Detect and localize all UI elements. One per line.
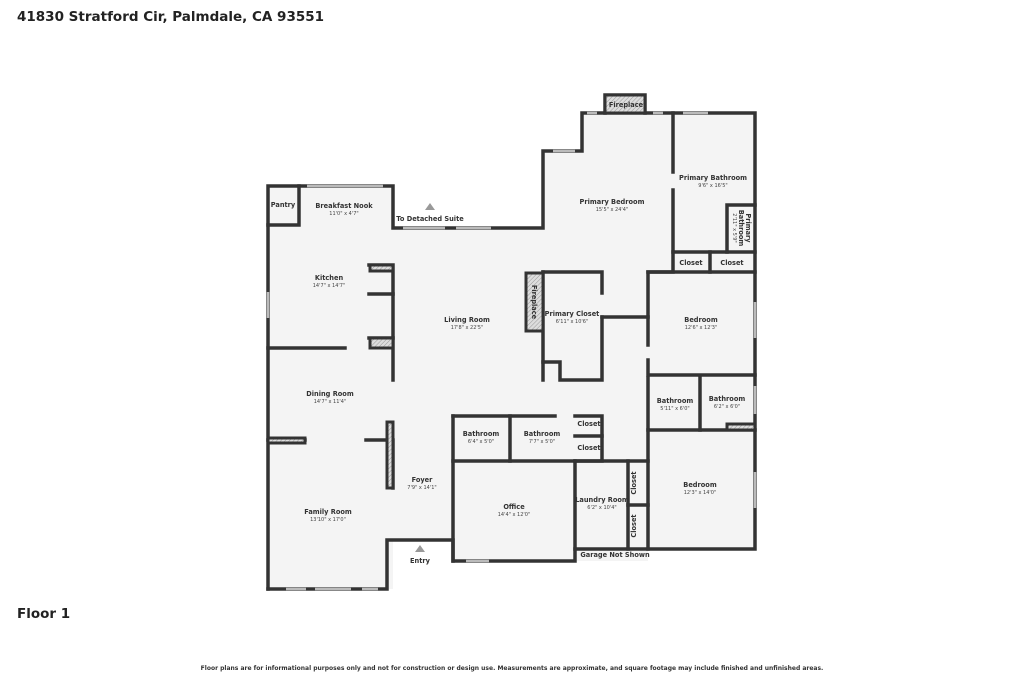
disclaimer: Floor plans are for informational purpos… <box>200 665 824 672</box>
fireplace-primary-label: Fireplace <box>609 101 644 109</box>
room-dims-kitchen: 14'7" x 14'7" <box>313 283 346 289</box>
room-label-closet-f: Closet <box>720 259 743 267</box>
kitchen-counter-top <box>368 263 395 273</box>
room-label-closet-b: Closet <box>577 444 600 452</box>
room-dims-laundry-room: 6'2" x 10'4" <box>587 505 616 511</box>
room-label-pantry: Pantry <box>271 201 296 209</box>
fireplace-living-label: Fireplace <box>530 285 538 320</box>
room-dims-primary-bedroom: 15'5" x 24'4" <box>596 207 629 213</box>
fireplace-primary-bedroom <box>603 93 647 115</box>
room-dims-bathroom-d: 6'2" x 6'0" <box>714 404 740 410</box>
to-detached-suite-label: To Detached Suite <box>396 215 464 223</box>
room-label-bathroom-a: Bathroom <box>463 430 500 438</box>
room-label-primary-bathroom-small: Primary Bathroom 2'11" x 5'9" <box>731 210 752 247</box>
room-label-primary-bathroom: Primary Bathroom <box>679 174 747 182</box>
room-dims-primary-closet: 6'11" x 10'6" <box>556 319 589 325</box>
garage-not-shown-label: Garage Not Shown <box>580 551 650 559</box>
room-label-closet-c: Closet <box>630 471 638 494</box>
dining-built-in <box>266 436 307 445</box>
windows <box>266 111 757 591</box>
room-dims-living-room: 17'8" x 22'5" <box>451 325 484 331</box>
room-label-bathroom-d: Bathroom <box>709 395 746 403</box>
room-dims-foyer: 7'9" x 14'1" <box>407 485 436 491</box>
room-label-closet-a: Closet <box>577 420 600 428</box>
room-label-dining-room: Dining Room <box>306 390 354 398</box>
room-dims-breakfast-nook: 11'0" x 4'7" <box>329 211 358 217</box>
room-label-primary-bathroom-small-line1: Primary <box>744 213 752 243</box>
foyer-built-in <box>385 420 395 490</box>
room-dims-office: 14'4" x 12'0" <box>498 512 531 518</box>
bathroom-built-in <box>725 422 757 432</box>
room-label-office: Office <box>503 503 525 511</box>
room-dims-primary-bathroom-small: 2'11" x 5'9" <box>731 213 737 242</box>
room-dims-bathroom-b: 7'7" x 5'0" <box>529 439 555 445</box>
detached-suite-arrow-icon <box>425 203 435 210</box>
room-dims-family-room: 13'10" x 17'0" <box>310 517 346 523</box>
room-label-kitchen: Kitchen <box>315 274 344 282</box>
room-label-bedroom-a: Bedroom <box>683 481 717 489</box>
room-label-laundry-room: Laundry Room <box>575 496 629 504</box>
room-dims-bedroom-b: 12'6" x 12'3" <box>685 325 718 331</box>
floor-label: Floor 1 <box>17 606 71 622</box>
room-label-closet-d: Closet <box>630 514 638 537</box>
entry-arrow-icon <box>415 545 425 552</box>
entry-label: Entry <box>410 557 431 565</box>
kitchen-counter-bottom <box>368 336 395 350</box>
room-label-bathroom-c: Bathroom <box>657 397 694 405</box>
room-label-foyer: Foyer <box>412 476 434 484</box>
room-label-family-room: Family Room <box>304 508 352 516</box>
room-label-primary-bedroom: Primary Bedroom <box>580 198 645 206</box>
room-dims-primary-bathroom: 9'6" x 16'5" <box>698 183 727 189</box>
room-label-breakfast-nook: Breakfast Nook <box>315 202 373 210</box>
room-dims-bedroom-a: 12'3" x 14'0" <box>684 490 717 496</box>
room-label-closet-e: Closet <box>679 259 702 267</box>
room-label-bathroom-b: Bathroom <box>524 430 561 438</box>
room-label-primary-bathroom-small-line2: Bathroom <box>737 210 745 247</box>
fireplace-living-room <box>524 271 545 333</box>
room-label-primary-closet: Primary Closet <box>545 310 600 318</box>
room-dims-bathroom-a: 6'4" x 5'0" <box>468 439 494 445</box>
room-dims-bathroom-c: 5'11" x 6'0" <box>660 406 689 412</box>
property-address: 41830 Stratford Cir, Palmdale, CA 93551 <box>17 9 325 25</box>
room-label-living-room: Living Room <box>444 316 490 324</box>
room-label-bedroom-b: Bedroom <box>684 316 718 324</box>
room-dims-dining-room: 14'7" x 11'4" <box>314 399 347 405</box>
